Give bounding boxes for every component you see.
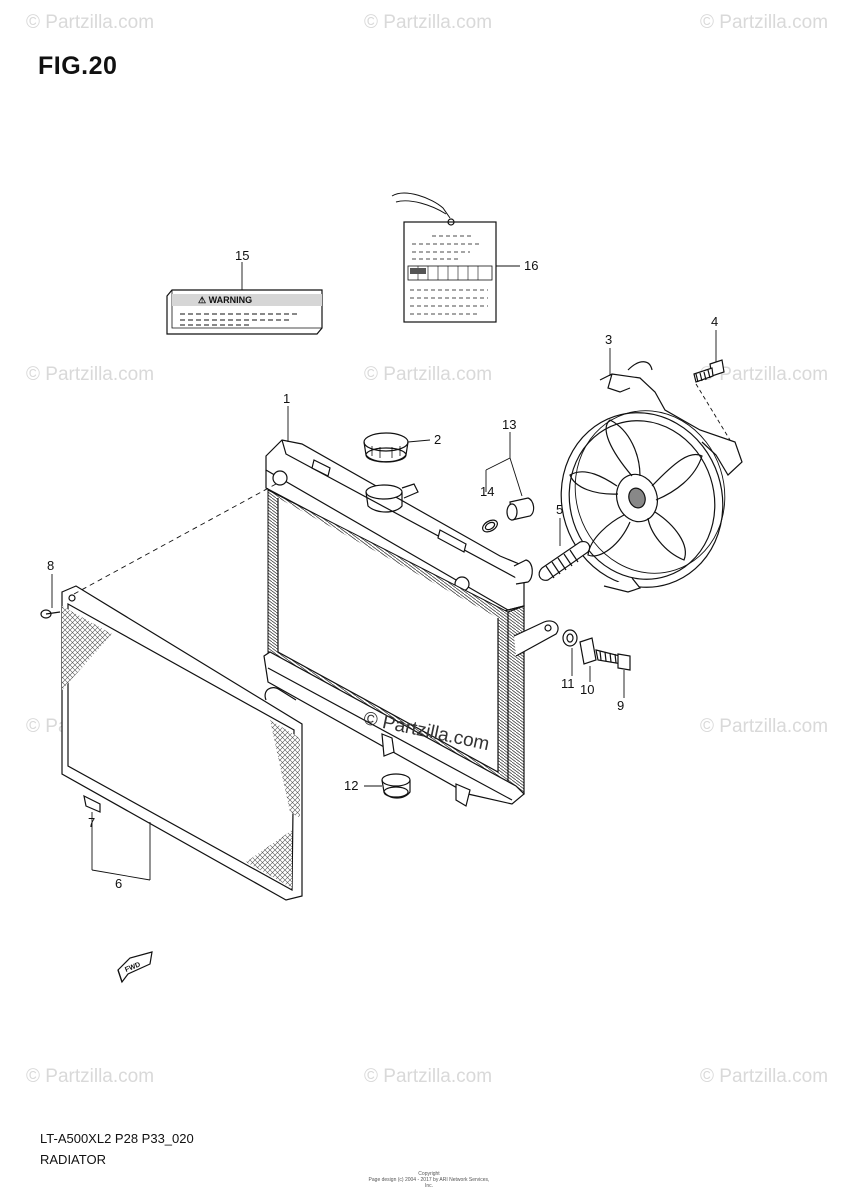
copyright-line-2: Page design (c) 2004 - 2017 by ARI Netwo… bbox=[368, 1177, 490, 1189]
callout-10: 10 bbox=[580, 682, 595, 697]
callout-13: 13 bbox=[502, 417, 517, 432]
cooling-fan-part bbox=[560, 361, 743, 593]
copyright-line-1: Copyright bbox=[418, 1171, 440, 1177]
temp-sensor-part bbox=[482, 497, 535, 533]
model-code: LT-A500XL2 P28 P33_020 bbox=[40, 1131, 194, 1146]
watermark-text: © Partzilla.com bbox=[26, 1066, 155, 1087]
watermark-text: © Partzilla.com bbox=[364, 364, 493, 385]
warning-label-text: ⚠ WARNING bbox=[198, 295, 252, 305]
callout-15: 15 bbox=[235, 248, 250, 263]
callout-8: 8 bbox=[47, 558, 55, 573]
watermark-text: © Partzilla.com bbox=[26, 12, 155, 33]
diagram-name: RADIATOR bbox=[40, 1152, 106, 1167]
watermark-text: © Partzilla.com bbox=[700, 12, 829, 33]
radiator-cap-part bbox=[363, 432, 409, 463]
callout-3: 3 bbox=[605, 332, 613, 347]
callout-6: 6 bbox=[115, 876, 123, 891]
callout-7: 7 bbox=[88, 815, 96, 830]
radiator-screen-part bbox=[61, 483, 303, 901]
watermark-text: © Partzilla.com bbox=[364, 1066, 493, 1087]
callout-11: 11 bbox=[561, 676, 575, 691]
callout-1: 1 bbox=[283, 391, 291, 406]
callout-14: 14 bbox=[480, 484, 495, 499]
warning-label-part bbox=[166, 289, 323, 335]
callout-16: 16 bbox=[524, 258, 539, 273]
screen-screw-part bbox=[40, 609, 61, 619]
watermark-text: © Partzilla.com bbox=[700, 716, 829, 737]
grommet-part bbox=[381, 773, 411, 799]
watermark-text: © Partzilla.com bbox=[26, 364, 155, 385]
callout-12: 12 bbox=[344, 778, 359, 793]
callout-9: 9 bbox=[617, 698, 625, 713]
figure-title: FIG.20 bbox=[38, 52, 118, 80]
forward-direction-arrow bbox=[117, 951, 153, 984]
callout-2: 2 bbox=[434, 432, 442, 447]
information-label-part bbox=[391, 192, 497, 323]
callout-4: 4 bbox=[711, 314, 719, 329]
watermark-text: © Partzilla.com bbox=[700, 364, 829, 385]
fan-bolt-part bbox=[693, 359, 731, 441]
callout-5: 5 bbox=[556, 502, 564, 517]
watermark-text: © Partzilla.com bbox=[364, 12, 493, 33]
thermo-switch-part bbox=[538, 541, 591, 581]
watermark-text: © Partzilla.com bbox=[700, 1066, 829, 1087]
copyright-notice: Copyright Page design (c) 2004 - 2017 by… bbox=[364, 1171, 494, 1189]
mount-bolt-parts bbox=[562, 629, 631, 671]
radiator-part bbox=[263, 439, 559, 807]
leader-lines bbox=[51, 262, 717, 881]
